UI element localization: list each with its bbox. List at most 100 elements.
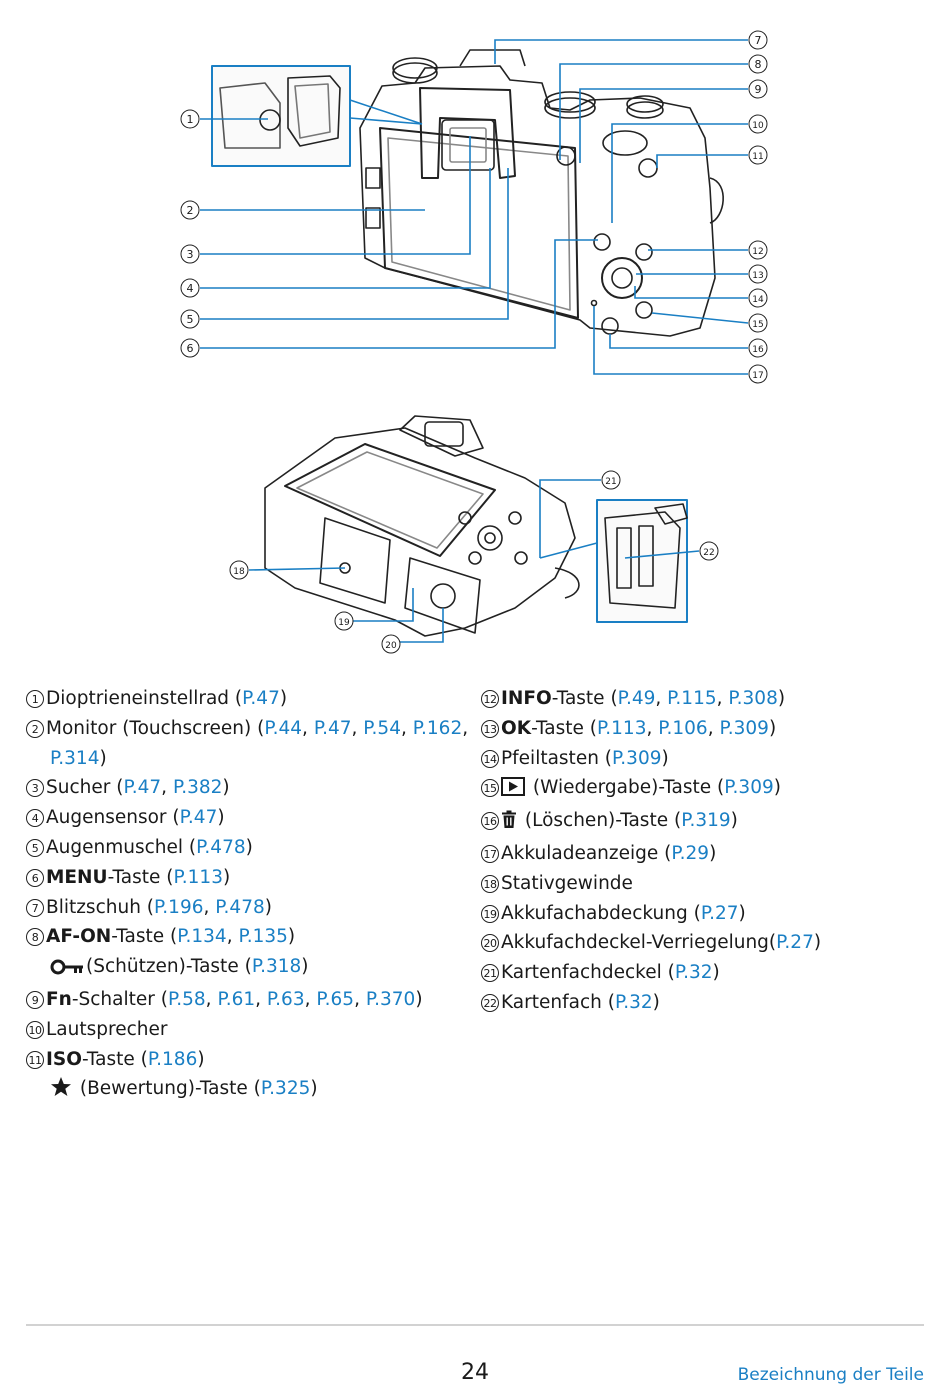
page-ref-link[interactable]: P.318 xyxy=(251,956,302,978)
page-ref-link[interactable]: P.47 xyxy=(179,807,218,829)
footer-divider xyxy=(26,1324,924,1326)
page-ref-link[interactable]: P.478 xyxy=(196,836,246,858)
svg-text:15: 15 xyxy=(752,320,763,330)
item-bold-label: MENU xyxy=(46,866,108,888)
item-number-badge: 12 xyxy=(481,690,499,708)
item-label: Stativgewinde xyxy=(501,872,633,894)
page-ref-link[interactable]: P.162 xyxy=(412,717,463,739)
item-label: Sucher xyxy=(46,777,111,799)
page-ref-link[interactable]: P.27 xyxy=(776,932,814,954)
page-ref-link[interactable]: P.319 xyxy=(681,810,731,832)
callout-12: 12 xyxy=(748,240,768,260)
page-ref-link[interactable]: P.135 xyxy=(238,926,288,948)
page-ref-link[interactable]: P.309 xyxy=(724,777,774,799)
page-ref-link[interactable]: P.63 xyxy=(266,988,305,1010)
page-ref-link[interactable]: P.61 xyxy=(217,988,256,1010)
item-bold-label: Fn xyxy=(46,988,72,1010)
svg-text:12: 12 xyxy=(752,247,763,257)
page-ref-link[interactable]: P.382 xyxy=(172,777,223,799)
star-icon xyxy=(50,1077,72,1107)
page-ref-link[interactable]: P.106 xyxy=(658,717,708,739)
item-label: Lautsprecher xyxy=(46,1018,168,1040)
item-label: -Taste xyxy=(107,866,161,888)
page-ref-link[interactable]: P.113 xyxy=(173,866,223,888)
page-ref-link[interactable]: P.44 xyxy=(264,717,303,739)
camera-bottom-diagram: 18 19 20 21 22 xyxy=(229,415,719,654)
page-ref-link[interactable]: P.54 xyxy=(363,717,401,739)
callout-11: 11 xyxy=(748,145,768,165)
page-ref-link[interactable]: P.314 xyxy=(50,747,100,769)
item-label: Augenmuschel xyxy=(46,836,184,858)
section-title-link[interactable]: Bezeichnung der Teile xyxy=(737,1365,924,1385)
item-number-badge: 10 xyxy=(26,1020,44,1039)
item-number-badge: 19 xyxy=(481,904,499,923)
page-ref-link[interactable]: P.65 xyxy=(316,988,355,1010)
part-item: 16 (Löschen)-Taste (P.319) xyxy=(481,806,921,839)
page-ref-link[interactable]: P.308 xyxy=(728,688,778,709)
playback-icon xyxy=(501,776,525,806)
item-label: Kartenfach xyxy=(501,991,602,1013)
item-label: -Taste xyxy=(81,1048,135,1070)
item-number-badge: 1 xyxy=(26,690,44,708)
item-number-badge: 21 xyxy=(481,964,499,983)
page-ref-link[interactable]: P.196 xyxy=(154,896,204,918)
camera-back-diagram: 1 2 3 4 5 6 7 8 9 10 11 12 13 14 15 16 1… xyxy=(180,30,768,384)
page-ref-link[interactable]: P.32 xyxy=(674,962,713,984)
svg-text:7: 7 xyxy=(755,34,762,47)
page-ref-link[interactable]: P.47 xyxy=(313,717,352,739)
svg-text:22: 22 xyxy=(703,548,714,558)
page-ref-link[interactable]: P.370 xyxy=(365,988,416,1010)
page-ref-link[interactable]: P.47 xyxy=(123,777,162,799)
page-ref-link[interactable]: P.186 xyxy=(147,1048,198,1070)
callout-18: 18 xyxy=(229,560,249,580)
item-label: Akkuladeanzeige xyxy=(501,842,659,864)
page-ref-link[interactable]: P.325 xyxy=(260,1078,311,1100)
page-ref-link[interactable]: P.58 xyxy=(167,988,206,1010)
page-ref-link[interactable]: P.47 xyxy=(242,688,280,709)
page-ref-link[interactable]: P.478 xyxy=(215,896,265,918)
page-ref-link[interactable]: P.27 xyxy=(700,902,739,924)
callout-15: 15 xyxy=(748,313,768,333)
page-ref-link[interactable]: P.32 xyxy=(614,991,653,1013)
callout-7: 7 xyxy=(748,30,768,50)
item-number-badge: 8 xyxy=(26,928,44,947)
item-label: (Wiedergabe)-Taste xyxy=(527,777,712,799)
page-ref-link[interactable]: P.113 xyxy=(597,717,647,739)
page-ref-link[interactable]: P.115 xyxy=(667,688,717,709)
item-label: (Löschen)-Taste xyxy=(519,810,669,832)
page-ref-link[interactable]: P.309 xyxy=(719,717,769,739)
part-subitem: (Schützen)-Taste (P.318) xyxy=(26,952,466,985)
item-bold-label: OK xyxy=(501,717,532,739)
item-number-badge: 5 xyxy=(26,838,44,857)
svg-text:13: 13 xyxy=(752,271,763,281)
item-number-badge: 16 xyxy=(481,812,499,831)
item-label: Kartenfachdeckel xyxy=(501,962,662,984)
item-number-badge: 22 xyxy=(481,993,499,1012)
item-label: Monitor (Touchscreen) xyxy=(46,717,252,739)
callout-17: 17 xyxy=(748,364,768,384)
page-ref-link[interactable]: P.309 xyxy=(612,747,662,769)
callout-2: 2 xyxy=(180,200,200,220)
item-number-badge: 14 xyxy=(481,749,499,768)
item-number-badge: 18 xyxy=(481,874,499,893)
callout-1: 1 xyxy=(180,109,200,129)
callout-9: 9 xyxy=(748,79,768,99)
item-label: Blitzschuh xyxy=(46,896,141,918)
page-ref-link[interactable]: P.49 xyxy=(617,688,656,709)
key-icon xyxy=(50,955,84,985)
svg-text:6: 6 xyxy=(187,342,194,355)
page-ref-link[interactable]: P.134 xyxy=(177,926,227,948)
svg-text:10: 10 xyxy=(752,121,764,131)
page-ref-link[interactable]: P.29 xyxy=(671,842,710,864)
item-label: Augensensor xyxy=(46,807,167,829)
